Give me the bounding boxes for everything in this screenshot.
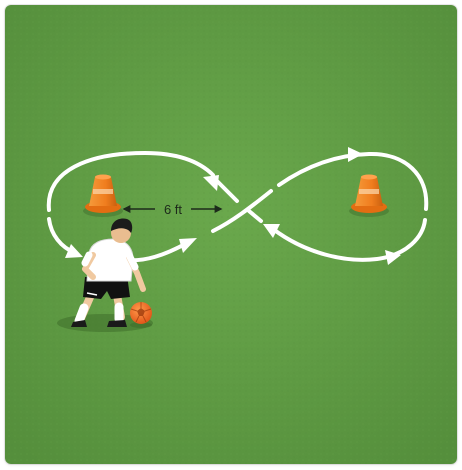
soccer-ball <box>130 302 152 328</box>
grass-texture <box>5 5 457 464</box>
distance-label: 6 ft <box>164 202 182 217</box>
drill-diagram: 6 ft <box>5 5 457 464</box>
field-canvas: 6 ft <box>5 5 457 464</box>
